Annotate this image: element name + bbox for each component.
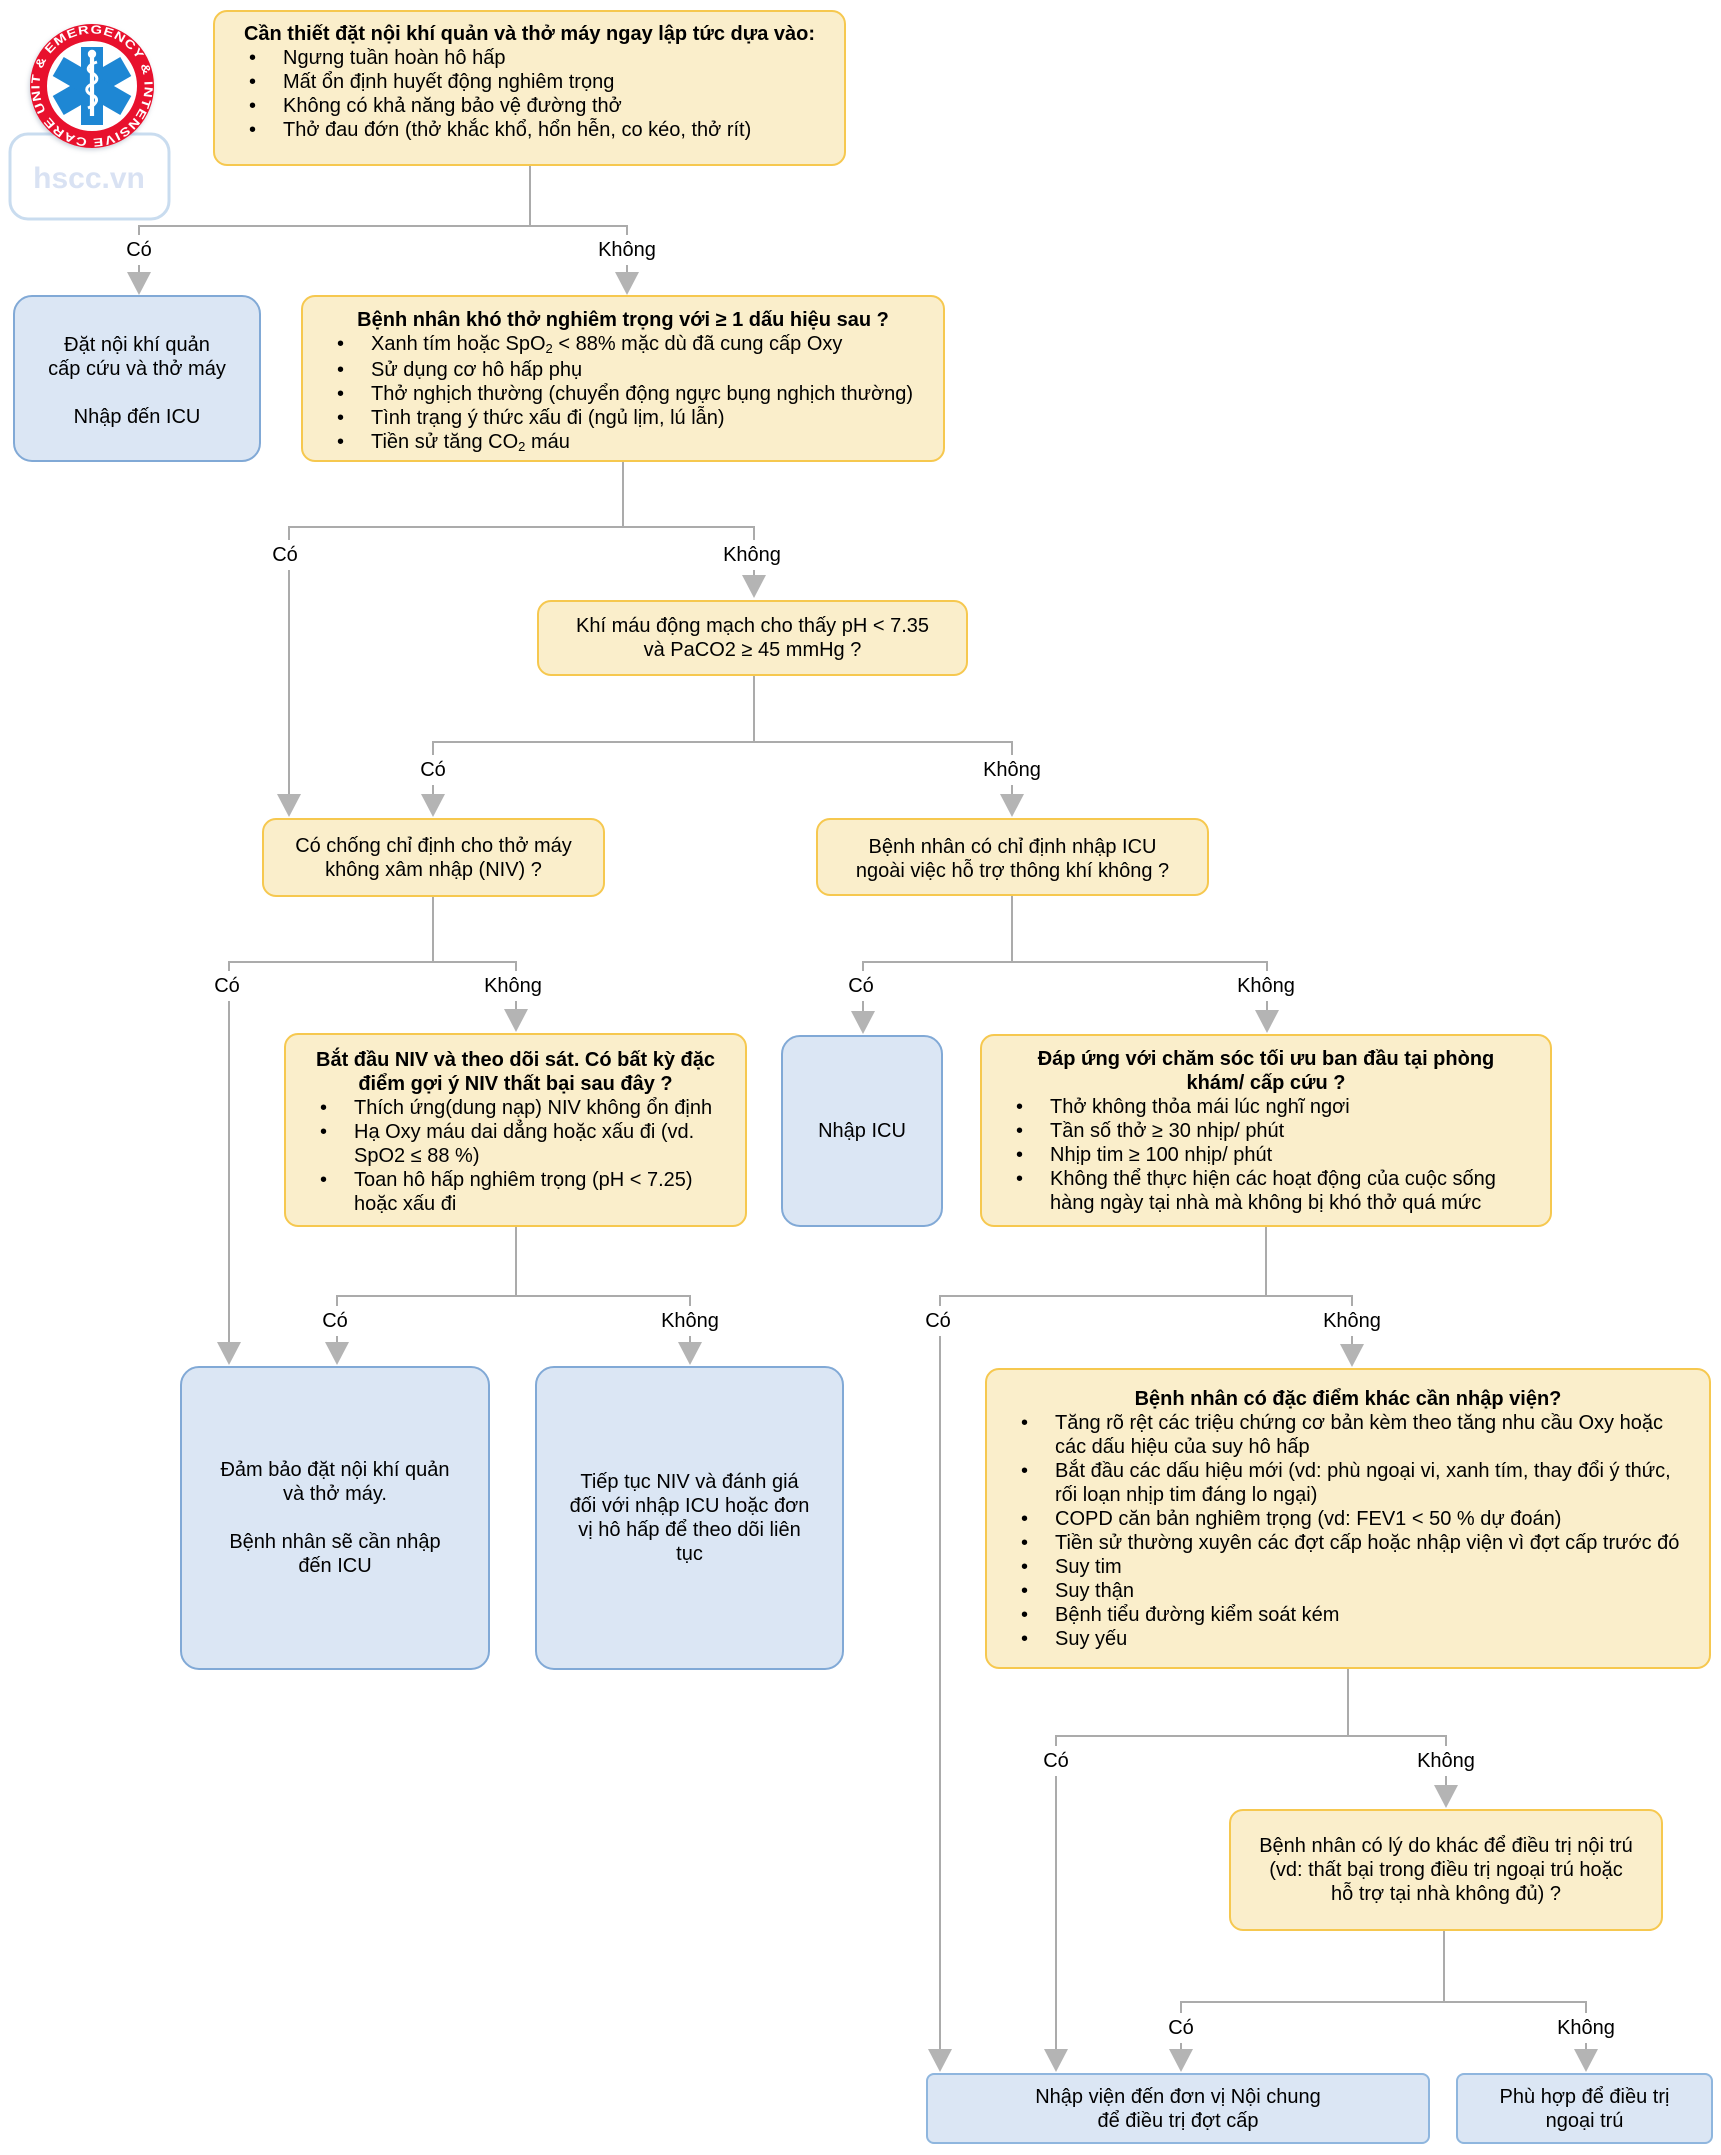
svg-text:hscc.vn: hscc.vn [33,162,145,195]
